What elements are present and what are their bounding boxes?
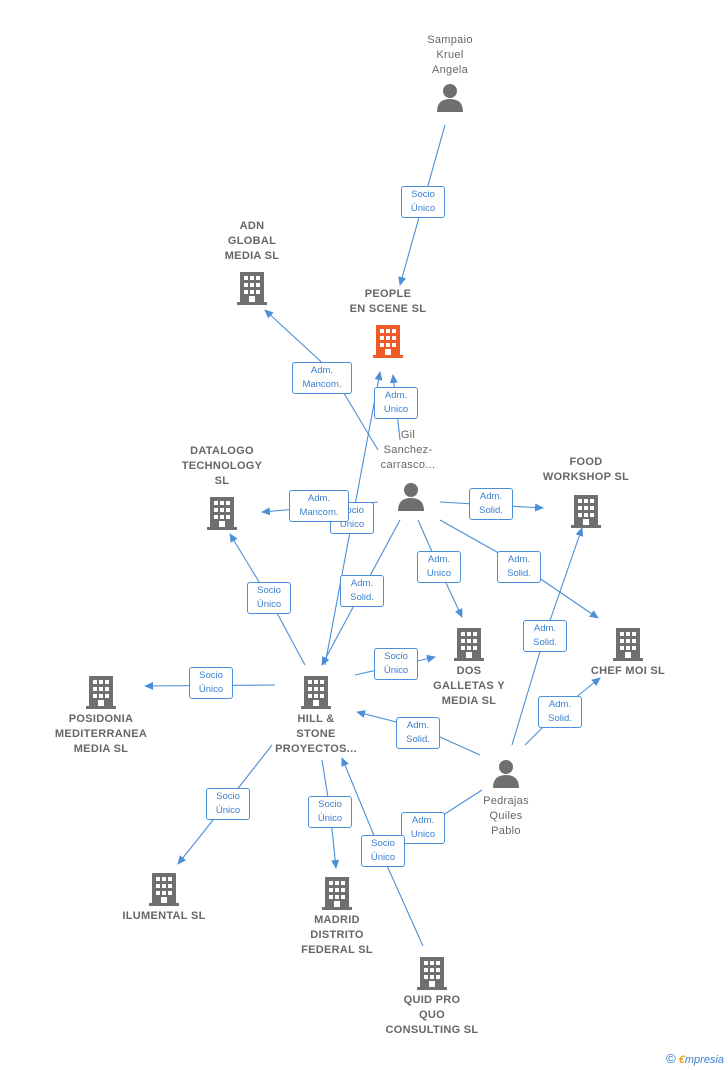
node-adn-global-media[interactable]: ADN GLOBAL MEDIA SL <box>187 219 317 306</box>
edge-label[interactable]: Socio Único <box>189 667 233 699</box>
node-sampaio[interactable]: Sampaio Kruel Angela <box>385 33 515 114</box>
node-label: Sampaio Kruel Angela <box>427 34 473 76</box>
node-label: CHEF MOI SL <box>590 665 666 677</box>
node-label: Gil Sanchez- carrasco... <box>380 429 436 471</box>
node-gil-sanchez[interactable]: Gil Sanchez- carrasco... <box>343 428 473 513</box>
edge-label[interactable]: Socio Único <box>247 582 291 614</box>
edge-label[interactable]: Adm. Solid. <box>538 696 582 728</box>
node-people-en-scene[interactable]: PEOPLE EN SCENE SL <box>323 287 453 359</box>
edge-label[interactable]: Adm. Mancom. <box>292 362 352 394</box>
node-label: POSIDONIA MEDITERRANEA MEDIA SL <box>54 713 148 755</box>
node-posidonia[interactable]: POSIDONIA MEDITERRANEA MEDIA SL <box>36 674 166 757</box>
edge-label[interactable]: Socio Único <box>361 835 405 867</box>
edge-label[interactable]: Adm. Unico <box>417 551 461 583</box>
person-icon <box>493 760 519 788</box>
node-label: DOS GALLETAS Y MEDIA SL <box>433 665 505 707</box>
building-icon <box>301 676 331 709</box>
building-icon <box>86 676 116 709</box>
building-icon <box>237 272 267 305</box>
node-pedrajas[interactable]: Pedrajas Quiles Pablo <box>441 758 571 839</box>
copyright-icon: © <box>666 1051 676 1066</box>
brand-name: mpresia <box>684 1054 724 1066</box>
building-icon <box>417 957 447 990</box>
node-label: PEOPLE EN SCENE SL <box>349 288 427 315</box>
node-food-workshop[interactable]: FOOD WORKSHOP SL <box>521 455 651 529</box>
building-icon <box>322 877 352 910</box>
edge-label[interactable]: Adm. Solid. <box>469 488 513 520</box>
edge-label[interactable]: Adm. Solid. <box>497 551 541 583</box>
building-icon <box>571 495 601 528</box>
person-icon <box>398 483 424 511</box>
building-icon <box>207 497 237 530</box>
brand-footer: © €mpresia <box>666 1051 724 1066</box>
edge-label[interactable]: Adm. Mancom. <box>289 490 349 522</box>
node-label: Pedrajas Quiles Pablo <box>483 795 529 837</box>
edge-label[interactable]: Adm. Solid. <box>340 575 384 607</box>
edge-label[interactable]: Adm. Unico <box>401 812 445 844</box>
brand-logo-mark: € <box>678 1054 685 1066</box>
node-chef-moi[interactable]: CHEF MOI SL <box>563 626 693 679</box>
edge-label[interactable]: Adm. Solid. <box>523 620 567 652</box>
building-icon <box>454 628 484 661</box>
node-quid-pro-quo[interactable]: QUID PRO QUO CONSULTING SL <box>367 955 497 1038</box>
edge-label[interactable]: Adm. Unico <box>374 387 418 419</box>
node-datalogo-technology[interactable]: DATALOGO TECHNOLOGY SL <box>157 444 287 531</box>
node-hill-stone[interactable]: HILL & STONE PROYECTOS... <box>251 674 381 757</box>
node-label: ADN GLOBAL MEDIA SL <box>224 220 280 262</box>
edge-label[interactable]: Socio Único <box>401 186 445 218</box>
edge-label[interactable]: Socio Único <box>206 788 250 820</box>
node-label: MADRID DISTRITO FEDERAL SL <box>301 914 373 956</box>
node-ilumental[interactable]: ILUMENTAL SL <box>99 871 229 924</box>
node-label: DATALOGO TECHNOLOGY SL <box>181 445 263 487</box>
building-icon <box>149 873 179 906</box>
node-label: FOOD WORKSHOP SL <box>542 456 630 483</box>
building-icon <box>613 628 643 661</box>
node-madrid-distrito[interactable]: MADRID DISTRITO FEDERAL SL <box>272 875 402 958</box>
building-icon <box>373 325 403 358</box>
node-label: HILL & STONE PROYECTOS... <box>275 713 357 755</box>
edge-label[interactable]: Socio Único <box>308 796 352 828</box>
person-icon <box>437 84 463 112</box>
edge-label[interactable]: Adm. Solid. <box>396 717 440 749</box>
edge-label[interactable]: Socio Único <box>374 648 418 680</box>
node-dos-galletas[interactable]: DOS GALLETAS Y MEDIA SL <box>404 626 534 709</box>
node-label: QUID PRO QUO CONSULTING SL <box>385 994 479 1036</box>
node-label: ILUMENTAL SL <box>122 910 206 922</box>
